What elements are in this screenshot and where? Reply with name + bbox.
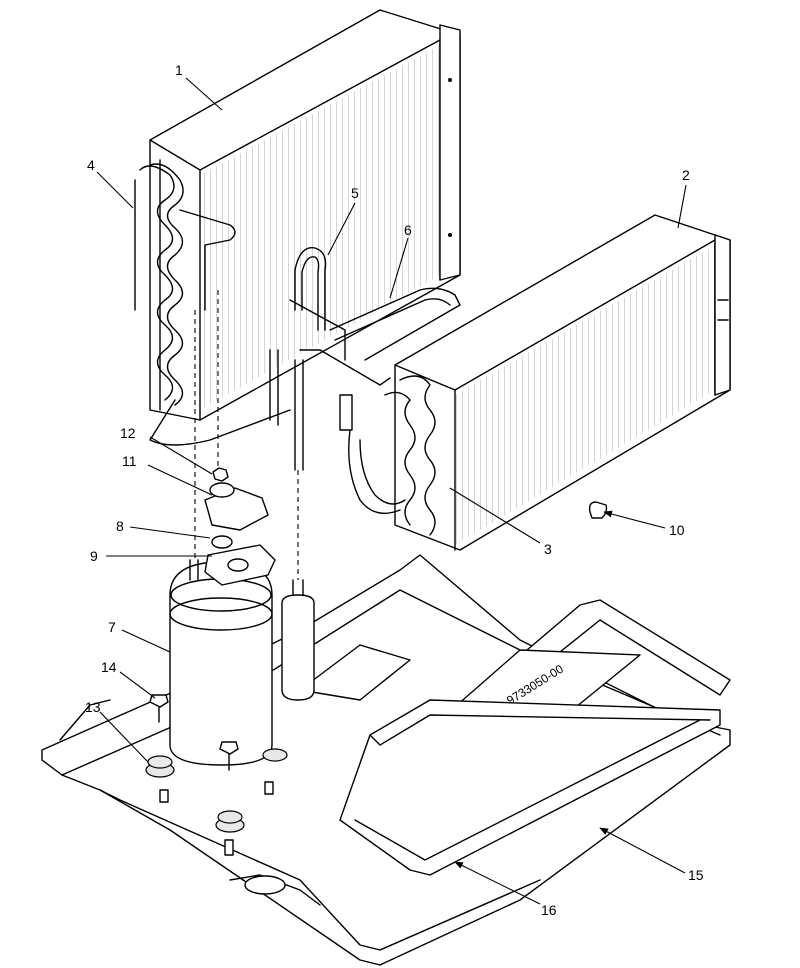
callout-9: 9: [90, 548, 98, 564]
callout-7: 7: [108, 619, 116, 635]
clip: [588, 501, 608, 519]
evaporator-coil: [149, 9, 461, 421]
callout-13: 13: [85, 699, 101, 715]
callout-11: 11: [122, 453, 137, 469]
nut: [212, 467, 229, 482]
callout-3: 3: [544, 541, 552, 557]
condenser-coil: [394, 214, 731, 551]
callout-15: 15: [688, 867, 704, 883]
callout-8: 8: [116, 518, 124, 534]
callout-16: 16: [541, 902, 557, 918]
evaporator-hairpins: [134, 159, 291, 446]
callout-14: 14: [101, 659, 117, 675]
accumulator: [281, 579, 315, 701]
terminal-plate: [204, 544, 276, 586]
callout-6: 6: [404, 222, 412, 238]
callout-1: 1: [175, 62, 183, 78]
callout-10: 10: [669, 522, 685, 538]
terminal-cover: [204, 482, 269, 549]
callout-labels: 1 2 3 4 5 6 7 8 9 10 11 12 13 14 15 16: [85, 62, 704, 918]
callout-4: 4: [87, 157, 95, 173]
suction-tube: [289, 246, 346, 361]
discharge-tube: [269, 287, 461, 471]
callout-12: 12: [120, 425, 136, 441]
bolts: [149, 694, 274, 856]
compressor: [169, 559, 273, 766]
grommets: [145, 748, 288, 833]
assembly-lines: [194, 290, 299, 580]
callout-5: 5: [351, 185, 359, 201]
condensate-tray: [339, 699, 721, 876]
callout-2: 2: [682, 167, 690, 183]
callout-leaders: [96, 77, 687, 905]
condenser-hairpins: [348, 375, 436, 536]
